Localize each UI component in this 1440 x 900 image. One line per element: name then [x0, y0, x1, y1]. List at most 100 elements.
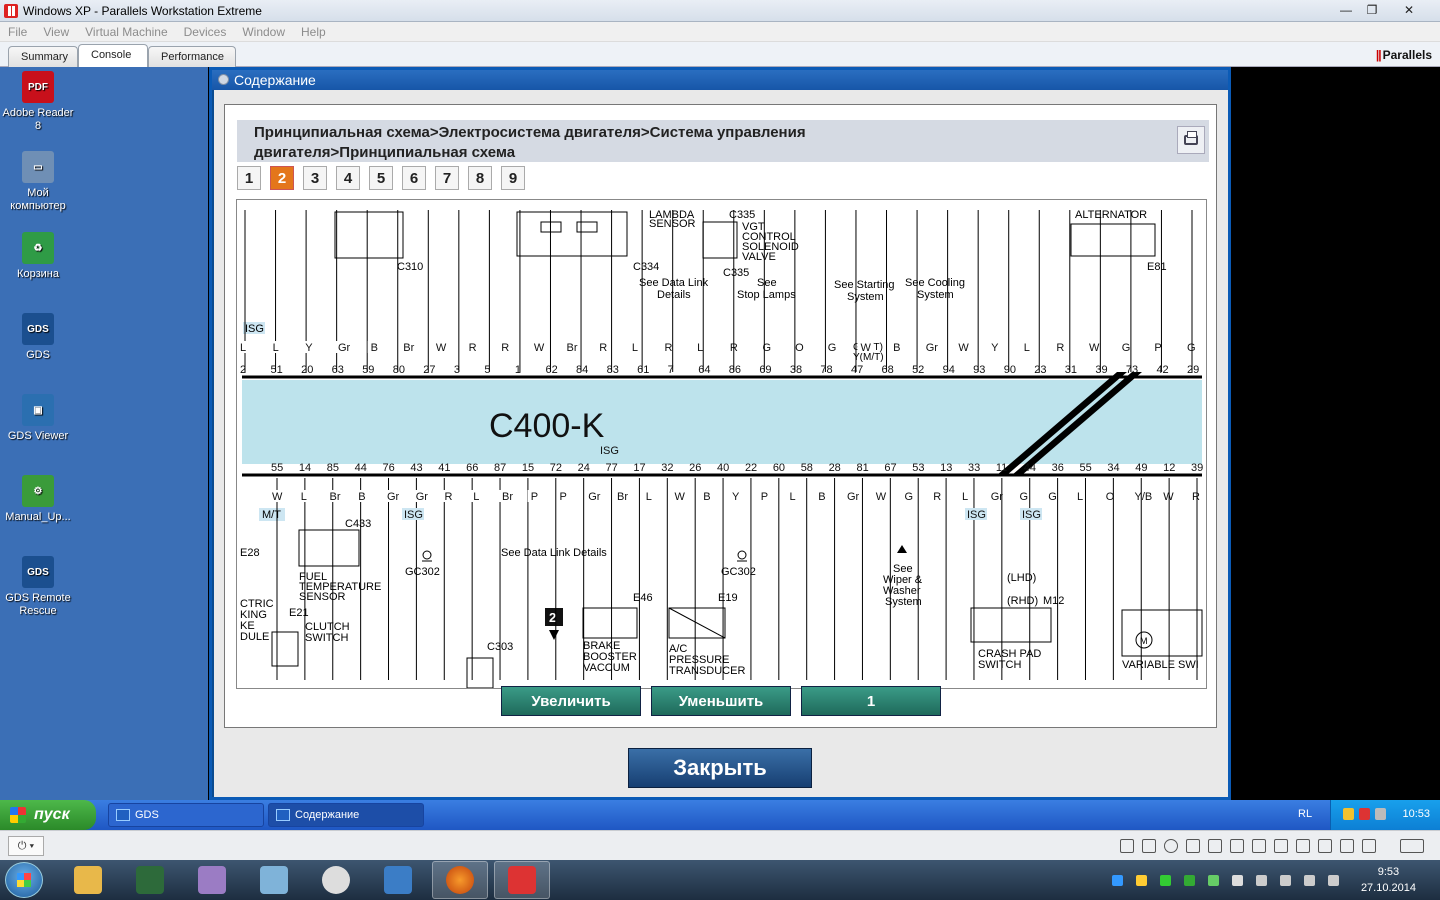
taskbar-explorer[interactable]: [60, 861, 116, 899]
floppy-icon[interactable]: [1186, 839, 1200, 853]
action-center-icon[interactable]: [1328, 875, 1339, 886]
menu-devices[interactable]: Devices: [183, 24, 227, 39]
fit-button[interactable]: 1: [801, 686, 941, 716]
security-alert-icon[interactable]: [1359, 808, 1370, 820]
zoom-in-button[interactable]: Увеличить: [501, 686, 641, 716]
taskbar-desktop-app[interactable]: [370, 861, 426, 899]
zoom-out-button[interactable]: Уменьшить: [651, 686, 791, 716]
network-icon[interactable]: [1375, 808, 1386, 820]
menu-file[interactable]: File: [8, 24, 28, 39]
recycle-bin-icon: ♻: [22, 232, 54, 264]
desktop-icon-adobe-reader[interactable]: PDF Adobe Reader 8: [0, 71, 76, 133]
pin-bottom-39: 39: [1191, 462, 1203, 474]
fullscreen-icon[interactable]: [1400, 839, 1424, 853]
page-button-9[interactable]: 9: [501, 166, 525, 190]
desktop-icon-label: GDS Remote Rescue: [5, 592, 71, 617]
printer-device-icon[interactable]: [1230, 839, 1244, 853]
shared-folder-icon[interactable]: [1318, 839, 1332, 853]
volume-icon[interactable]: [1232, 875, 1243, 886]
desktop-icon-label: GDS: [26, 349, 50, 361]
crash-pad-switch-box: [970, 607, 1052, 643]
desktop-icon-manual-update[interactable]: ⚙ Manual_Up...: [0, 475, 76, 524]
hdd-icon[interactable]: [1208, 839, 1222, 853]
tab-performance[interactable]: Performance: [148, 46, 236, 67]
language-indicator[interactable]: RL: [1298, 808, 1313, 820]
page-button-8[interactable]: 8: [468, 166, 492, 190]
pin-top-5: 5: [484, 364, 490, 376]
tray-icon-4[interactable]: [1184, 875, 1195, 886]
play-icon[interactable]: [1340, 839, 1354, 853]
vm-console: PDF Adobe Reader 8 ▭ Мой компьютер ♻ Кор…: [0, 67, 1440, 830]
pin-top-20: 20: [301, 364, 313, 376]
desktop-icon-gds[interactable]: GDS GDS: [0, 313, 76, 362]
cd-icon[interactable]: [1164, 839, 1178, 853]
ecu-band: [242, 380, 1202, 464]
page-button-5[interactable]: 5: [369, 166, 393, 190]
desktop-icon-gds-viewer[interactable]: ▣ GDS Viewer: [0, 394, 76, 443]
wiring-diagram[interactable]: C400-K ISG C310 LAMBDA SENSOR C334 C335: [236, 199, 1207, 689]
host-clock[interactable]: 9:53 27.10.2014: [1361, 864, 1416, 896]
wire-color-top: R: [1056, 342, 1064, 354]
page-button-3[interactable]: 3: [303, 166, 327, 190]
taskbar-paint[interactable]: [184, 861, 240, 899]
power-button[interactable]: ⏻ ▾: [8, 836, 44, 856]
start-button[interactable]: пуск: [0, 800, 96, 830]
tab-summary[interactable]: Summary: [8, 46, 78, 67]
wire-color-top: G: [1187, 342, 1196, 354]
pin-bottom-26: 26: [689, 462, 701, 474]
maximize-button[interactable]: ❐: [1366, 3, 1378, 17]
page-button-2[interactable]: 2: [270, 166, 294, 190]
tray-icon-1[interactable]: [1112, 875, 1123, 886]
print-button[interactable]: [1177, 126, 1205, 154]
network-adapter-icon[interactable]: [1296, 839, 1310, 853]
minimize-button[interactable]: —: [1340, 3, 1352, 17]
tray-icon-2[interactable]: [1136, 875, 1147, 886]
menu-view[interactable]: View: [43, 24, 70, 39]
menu-window[interactable]: Window: [242, 24, 286, 39]
taskbar-notes[interactable]: [246, 861, 302, 899]
shield-icon[interactable]: [1343, 808, 1354, 820]
pin-bottom-22: 22: [745, 462, 757, 474]
taskbar-firefox[interactable]: [432, 861, 488, 899]
windows-start-orb[interactable]: [5, 862, 43, 898]
isg-tag-top-text: ISG: [245, 323, 264, 335]
close-button[interactable]: Закрыть: [628, 748, 812, 788]
mouse-icon[interactable]: [1142, 839, 1156, 853]
wire-color-top: G: [762, 342, 771, 354]
page-button-6[interactable]: 6: [402, 166, 426, 190]
pin-top-23: 23: [1034, 364, 1046, 376]
wire-color-bottom: Gr: [588, 491, 601, 503]
page-button-1[interactable]: 1: [237, 166, 261, 190]
wire-color-bottom: P: [531, 491, 538, 503]
see-data-link-bottom: See Data Link Details: [501, 547, 607, 559]
pin-bottom-14: 14: [299, 462, 311, 474]
close-window-button[interactable]: ✕: [1403, 3, 1415, 17]
power-tray-icon[interactable]: [1280, 875, 1291, 886]
taskbar-monitor-app[interactable]: [122, 861, 178, 899]
network-tray-icon[interactable]: [1304, 875, 1315, 886]
keyboard-icon[interactable]: [1120, 839, 1134, 853]
taskbar-item-gds[interactable]: GDS: [108, 803, 264, 827]
page-button-7[interactable]: 7: [435, 166, 459, 190]
menu-help[interactable]: Help: [301, 24, 326, 39]
tray-icon-5[interactable]: [1208, 875, 1219, 886]
wire-label-bg: [844, 490, 860, 502]
parallels-toolbar: ⏻ ▾: [0, 830, 1440, 860]
pin-top-27: 27: [423, 364, 435, 376]
sound-icon[interactable]: [1252, 839, 1266, 853]
desktop-icon-my-computer[interactable]: ▭ Мой компьютер: [0, 151, 76, 213]
page-button-4[interactable]: 4: [336, 166, 360, 190]
taskbar-item-contents[interactable]: Содержание: [268, 803, 424, 827]
taskbar-clock-app[interactable]: [308, 861, 364, 899]
menu-virtual-machine[interactable]: Virtual Machine: [85, 24, 168, 39]
taskbar-parallels[interactable]: [494, 861, 550, 899]
desktop-icon-gds-remote-rescue[interactable]: GDS GDS Remote Rescue: [0, 556, 76, 618]
usb-icon[interactable]: [1274, 839, 1288, 853]
tools-icon[interactable]: [1362, 839, 1376, 853]
pin-top-29: 29: [1187, 364, 1199, 376]
desktop-icon-recycle-bin[interactable]: ♻ Корзина: [0, 232, 76, 281]
display-icon[interactable]: [1256, 875, 1267, 886]
tray-icon-3[interactable]: [1160, 875, 1171, 886]
pin-top-86: 86: [729, 364, 741, 376]
tab-console[interactable]: Console: [78, 44, 148, 68]
